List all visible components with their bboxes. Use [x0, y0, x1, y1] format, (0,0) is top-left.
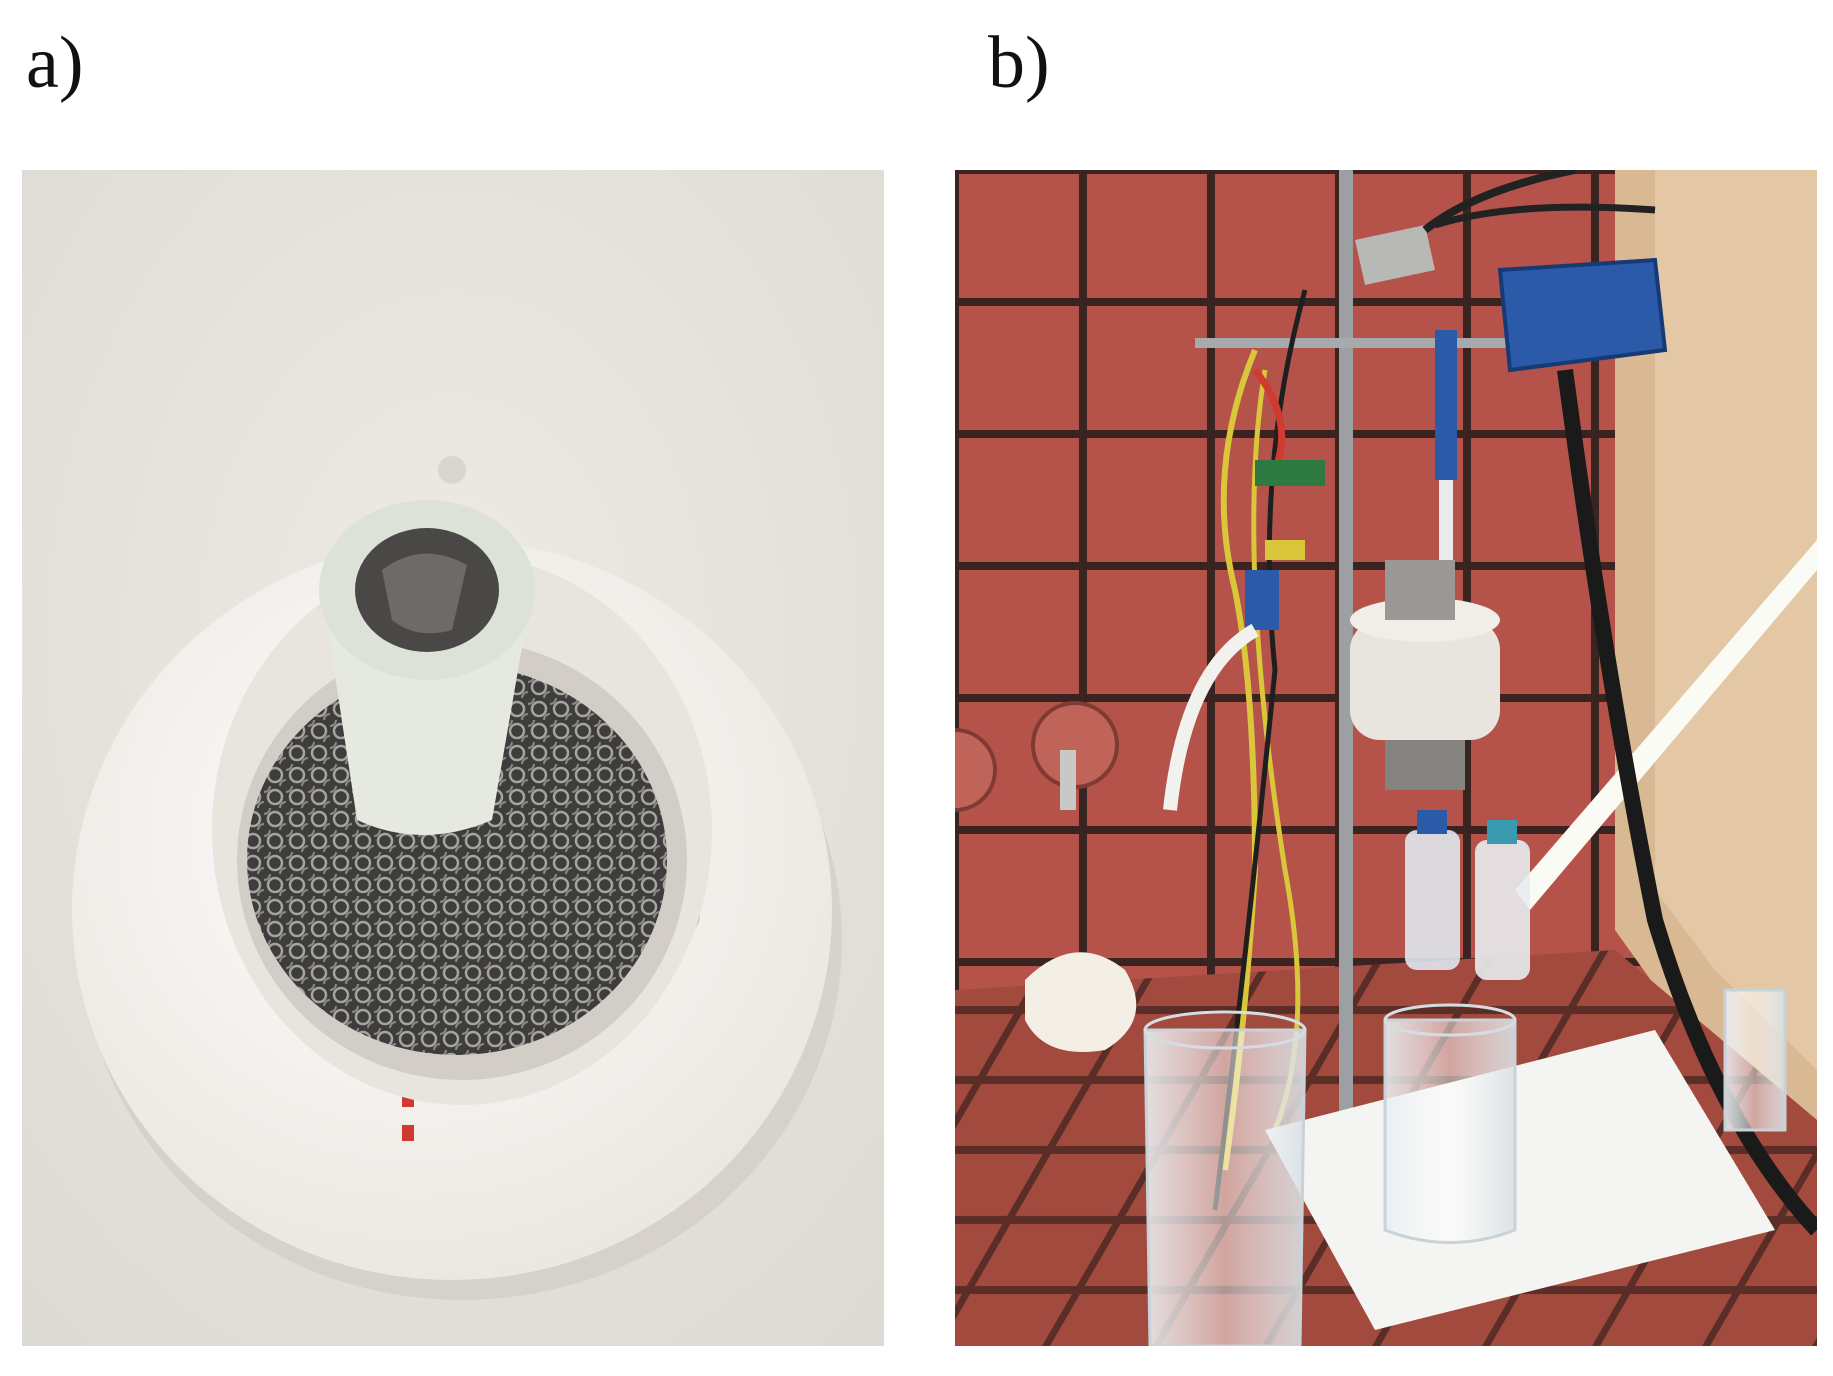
glass-beaker-2 — [1383, 1018, 1517, 1244]
photo-reactor-top-view — [22, 170, 884, 1346]
reagent-bottle-2 — [1475, 840, 1530, 980]
reactor-body — [1350, 620, 1500, 740]
panel-label-b: b) — [988, 22, 1050, 104]
black-cable — [1557, 368, 1817, 1236]
stand-rod — [1339, 170, 1353, 1170]
panel-label-a: a) — [26, 22, 84, 104]
blue-clamp-box — [1497, 257, 1668, 373]
reagent-bottle-1 — [1405, 830, 1460, 970]
reactor-setup-illustration — [955, 170, 1817, 1346]
glass-beaker-1 — [1143, 1028, 1307, 1346]
reactor-top-view-illustration — [22, 170, 884, 1346]
photo-reactor-setup — [955, 170, 1817, 1346]
